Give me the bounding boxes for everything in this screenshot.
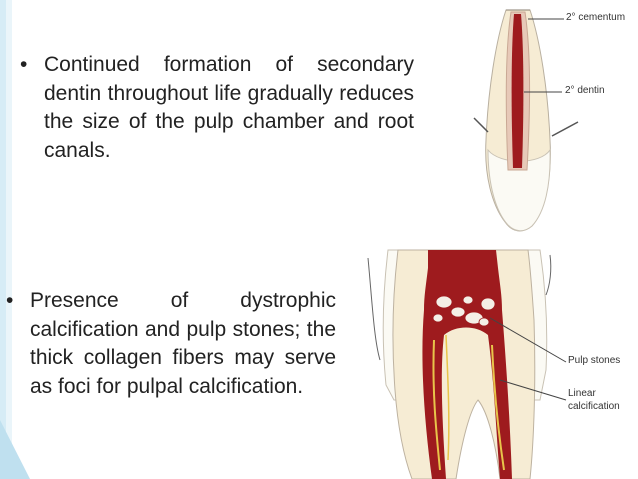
bullet-secondary-dentin: • Continued formation of secondary denti… xyxy=(20,51,414,165)
bullet-marker: • xyxy=(6,289,14,312)
accent-bar-light xyxy=(6,0,12,479)
tooth-enamel xyxy=(487,148,551,232)
pulp-stones xyxy=(432,295,496,327)
label-secondary-dentin: 2° dentin xyxy=(565,85,605,96)
accent-bar xyxy=(0,0,6,479)
label-calcification: calcification xyxy=(568,401,620,412)
bullet-dystrophic-calcification: • Presence of dystrophic calcification a… xyxy=(6,287,336,401)
bullet-marker: • xyxy=(20,53,28,76)
pulp-canal xyxy=(511,14,524,168)
label-secondary-cementum: 2° cementum xyxy=(566,12,626,23)
label-linear: Linear xyxy=(568,388,596,399)
label-pulp-stones: Pulp stones xyxy=(568,355,621,366)
bullet-text: Presence of dystrophic calcification and… xyxy=(30,289,336,398)
bullet-text: Continued formation of secondary dentin … xyxy=(44,53,414,162)
